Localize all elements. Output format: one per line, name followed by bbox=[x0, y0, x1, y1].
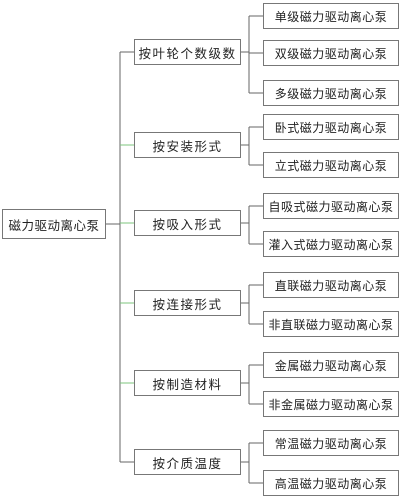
leaf-node-flooded-suction: 灌入式磁力驱动离心泵 bbox=[263, 231, 399, 257]
leaf-node-horizontal: 卧式磁力驱动离心泵 bbox=[263, 114, 399, 140]
category-node-connection: 按连接形式 bbox=[134, 290, 241, 316]
root-node: 磁力驱动离心泵 bbox=[2, 209, 106, 239]
category-node-material: 按制造材料 bbox=[134, 370, 241, 396]
leaf-node-high-temperature: 高温磁力驱动离心泵 bbox=[263, 470, 399, 496]
category-node-medium-temperature: 按介质温度 bbox=[134, 449, 241, 475]
category-node-installation: 按安装形式 bbox=[134, 132, 241, 158]
leaf-node-non-metal: 非金属磁力驱动离心泵 bbox=[263, 391, 399, 417]
leaf-node-single-stage: 单级磁力驱动离心泵 bbox=[263, 3, 399, 29]
leaf-node-non-close-coupled: 非直联磁力驱动离心泵 bbox=[263, 311, 399, 337]
leaf-node-multi-stage: 多级磁力驱动离心泵 bbox=[263, 80, 399, 106]
leaf-node-normal-temperature: 常温磁力驱动离心泵 bbox=[263, 430, 399, 456]
leaf-node-vertical: 立式磁力驱动离心泵 bbox=[263, 152, 399, 178]
leaf-node-self-priming: 自吸式磁力驱动离心泵 bbox=[263, 193, 399, 219]
leaf-node-metal: 金属磁力驱动离心泵 bbox=[263, 352, 399, 378]
leaf-node-close-coupled: 直联磁力驱动离心泵 bbox=[263, 272, 399, 298]
category-node-impeller-stages: 按叶轮个数级数 bbox=[134, 39, 241, 65]
leaf-node-double-stage: 双级磁力驱动离心泵 bbox=[263, 40, 399, 66]
category-node-suction: 按吸入形式 bbox=[134, 210, 241, 236]
